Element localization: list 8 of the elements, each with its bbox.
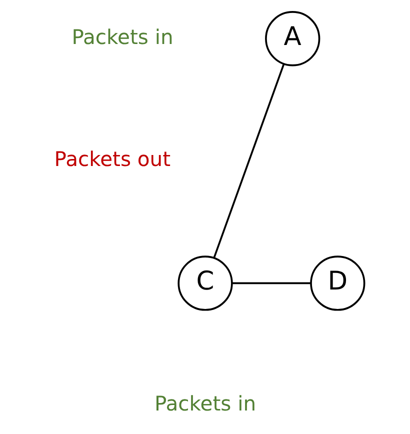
- node-circle: D: [310, 256, 365, 311]
- connector: [212, 64, 284, 258]
- label: Packets in: [154, 392, 256, 416]
- label: Packets out: [54, 147, 170, 172]
- node-circle: C: [177, 256, 232, 311]
- node-circle: A: [264, 11, 320, 66]
- label: Packets in: [71, 24, 173, 49]
- connector: [232, 282, 310, 284]
